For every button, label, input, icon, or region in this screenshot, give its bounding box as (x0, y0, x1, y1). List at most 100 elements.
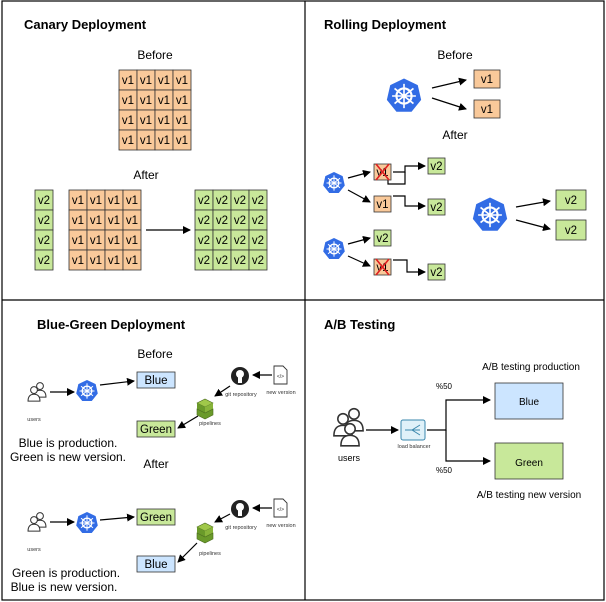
v1-box (373, 195, 392, 213)
kubernetes-icon (471, 196, 509, 232)
git-repository-label: git repository (225, 525, 257, 531)
ab-green-label: Green (515, 458, 543, 469)
v2-cell-label: v2 (252, 195, 264, 207)
removed-cross-icon (375, 163, 390, 181)
v2-cell-label: v2 (252, 215, 264, 227)
v1-cell-label: v1 (90, 255, 102, 267)
flow-arrow (427, 396, 491, 431)
v2-box (427, 198, 446, 216)
ab-production-label: A/B testing production (482, 362, 580, 373)
v1-cell-label: v1 (72, 215, 84, 227)
v1-cell-label: v1 (126, 235, 138, 247)
bluegreen-before-note-1: Blue is production. (19, 436, 118, 450)
v1-cell-box (122, 249, 142, 271)
v1-cell-label: v1 (158, 75, 170, 87)
v2-cell-label: v2 (198, 215, 210, 227)
bluegreen-before-label: Before (137, 347, 173, 361)
bluegreen-title: Blue-Green Deployment (37, 317, 186, 332)
ab-title: A/B Testing (324, 317, 395, 332)
git-repository-label: git repository (225, 392, 257, 398)
green-env-label: Green (140, 512, 172, 524)
users-icon (27, 512, 47, 532)
flow-arrow (99, 377, 135, 386)
canary-title: Canary Deployment (24, 17, 147, 32)
v2-cell-box (248, 249, 268, 271)
v1-box (473, 99, 501, 119)
v1-cell-box (172, 129, 192, 151)
green-env-label: Green (140, 424, 172, 436)
v1-cell-label: v1 (176, 75, 188, 87)
v2-box (373, 229, 392, 247)
v1-cell-label: v1 (140, 115, 152, 127)
svg-text:</>: </> (277, 507, 284, 513)
v2-cell-label: v2 (216, 195, 228, 207)
pipelines-icon (196, 522, 214, 544)
v1-label: v1 (481, 74, 493, 86)
v1-cell-label: v1 (126, 195, 138, 207)
new-version-label: new version (266, 523, 295, 529)
rolling-after-boxes: v1v1v2v2v2v1v2 (373, 157, 446, 281)
v1-label: v1 (481, 104, 493, 116)
load-balancer-label: load balancer (397, 444, 430, 450)
v2-label: v2 (565, 225, 577, 237)
ab-users-label: users (338, 453, 361, 463)
v1-cell-label: v1 (72, 235, 84, 247)
v1-cell-label: v1 (158, 95, 170, 107)
github-icon (231, 500, 249, 518)
rolling-final-boxes: v2 v2 (555, 189, 587, 241)
users-label: users (27, 417, 41, 423)
flow-arrow (99, 513, 135, 522)
rolling-before-boxes: v1 v1 (473, 69, 501, 119)
v2-cell-label: v2 (198, 255, 210, 267)
v1-cell-label: v1 (176, 115, 188, 127)
v1-cell-label: v1 (108, 235, 120, 247)
v1-cell-label: v1 (122, 135, 134, 147)
rolling-arrow (347, 169, 371, 179)
green-env-box (136, 508, 176, 526)
ab-blue-label: Blue (519, 397, 539, 408)
v2-box (427, 263, 446, 281)
kubernetes-icon (322, 237, 346, 260)
v1-cell-label: v1 (158, 115, 170, 127)
flow-arrow (445, 430, 491, 465)
green-env-box (136, 420, 176, 438)
bluegreen-before-note-2: Green is new version. (10, 450, 126, 464)
v2-box (427, 157, 446, 175)
v2-cell-label: v2 (234, 215, 246, 227)
v2-cell-box (34, 249, 54, 271)
canary-after-label: After (133, 168, 158, 182)
svg-text:</>: </> (277, 374, 284, 380)
v2-cell-label: v2 (252, 255, 264, 267)
v2-cell-label: v2 (198, 195, 210, 207)
v2-label: v2 (430, 202, 442, 214)
rolling-connector (387, 172, 406, 185)
blue-env-box (136, 371, 176, 389)
canary-before-label: Before (137, 48, 173, 62)
kubernetes-icon (75, 379, 99, 402)
new-version-label: new version (266, 390, 295, 396)
kubernetes-icon (385, 77, 423, 113)
rolling-after-label: After (442, 128, 467, 142)
v2-cell-label: v2 (38, 195, 50, 207)
flow-arrow (177, 542, 198, 563)
ab-new-version-label: A/B testing new version (477, 490, 582, 501)
github-icon (231, 367, 249, 385)
blue-env-label: Blue (144, 559, 167, 571)
v2-label: v2 (430, 161, 442, 173)
kubernetes-icon (75, 511, 99, 534)
rolling-arrow (393, 195, 426, 210)
users-label: users (27, 547, 41, 553)
load-balancer-icon (400, 419, 426, 441)
v2-label: v2 (430, 267, 442, 279)
rolling-arrow (393, 259, 426, 276)
v1-cell-label: v1 (122, 75, 134, 87)
v2-label: v2 (565, 195, 577, 207)
v1-cell-label: v1 (140, 95, 152, 107)
v2-cell-label: v2 (38, 215, 50, 227)
users-icon (333, 407, 364, 447)
v1-cell-label: v1 (126, 215, 138, 227)
